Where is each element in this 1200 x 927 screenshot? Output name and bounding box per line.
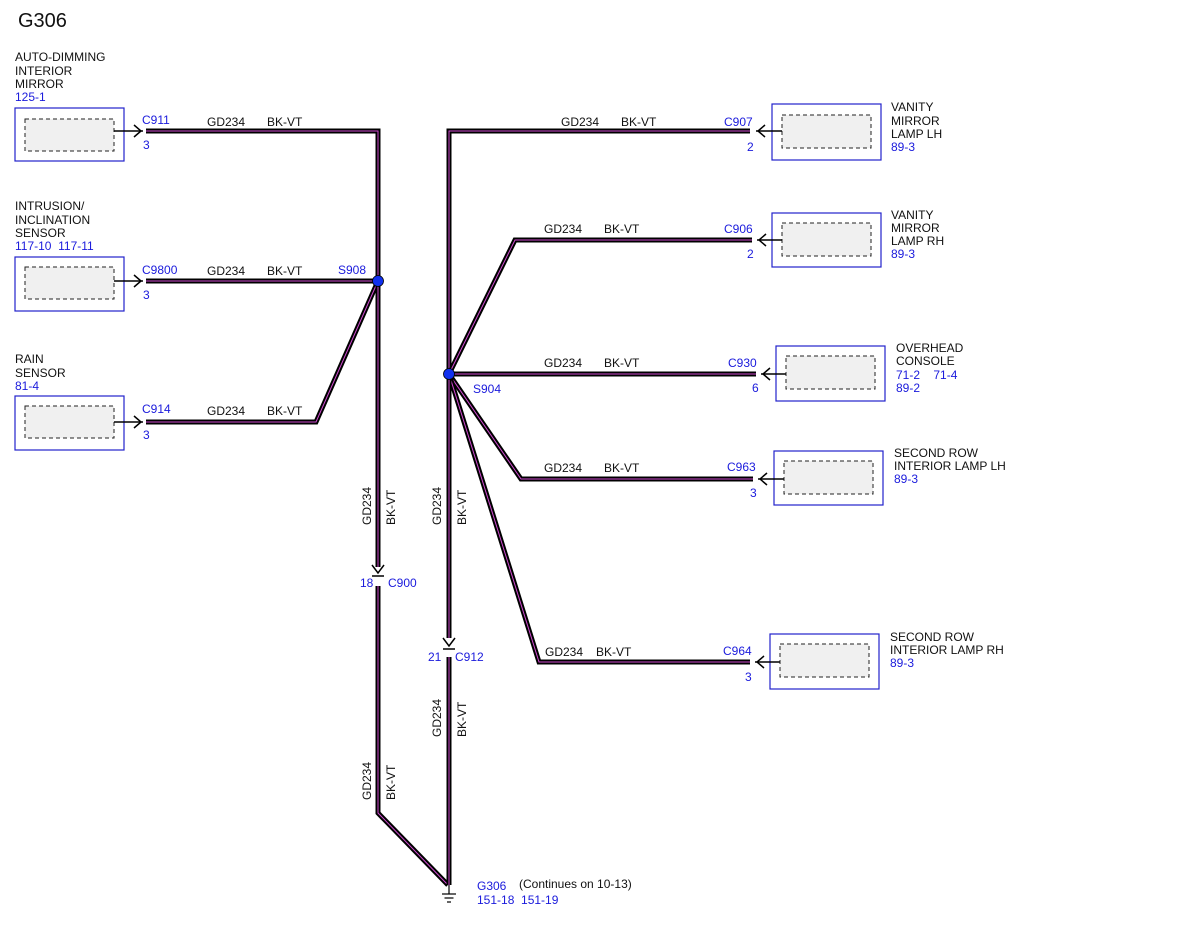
color-label: BK-VT (596, 645, 632, 659)
pin-label: 3 (143, 288, 150, 302)
component-label: SENSOR (15, 366, 66, 380)
color-label: BK-VT (604, 356, 640, 370)
component-label: INTRUSION/ (15, 199, 85, 213)
circuit-label: GD234 (544, 356, 582, 370)
connector-label: C911 (142, 113, 170, 127)
component-label: CONSOLE (896, 354, 955, 368)
circuit-label: GD234 (544, 461, 582, 475)
color-label: BK-VT (604, 222, 640, 236)
circuit-label: GD234 (545, 645, 583, 659)
component-vanity-mirror-lamp-lh: VANITY MIRROR LAMP LH 89-3 C907 2 GD234 … (561, 100, 942, 161)
pin-label: 6 (752, 381, 759, 395)
component-ref: 125-1 (15, 90, 46, 104)
component-ref: 117-10 117-11 (15, 239, 94, 253)
wires (146, 128, 756, 887)
connector-label: C964 (723, 644, 752, 658)
inline-connector-c900: 18 C900 (360, 564, 417, 590)
pin-label: 2 (747, 140, 754, 154)
color-label: BK-VT (455, 489, 469, 525)
component-label: SENSOR (15, 226, 66, 240)
component-second-row-lamp-lh: SECOND ROW INTERIOR LAMP LH 89-3 C963 3 … (544, 446, 1006, 506)
pin-label: 2 (747, 247, 754, 261)
wire-c911-s908 (146, 128, 381, 281)
component-ref: 89-3 (891, 140, 915, 154)
color-label: BK-VT (384, 489, 398, 525)
component-label: MIRROR (891, 114, 940, 128)
color-label: BK-VT (267, 115, 303, 129)
wire-c914-s908 (146, 279, 381, 425)
connector-label: C900 (388, 576, 417, 590)
component-ref: 89-3 (894, 472, 918, 486)
circuit-label: GD234 (544, 222, 582, 236)
circuit-label: GD234 (360, 487, 374, 525)
vertical-wire-labels: GD234 BK-VT GD234 BK-VT GD234 BK-VT GD23… (360, 487, 469, 800)
color-label: BK-VT (455, 701, 469, 737)
wire-c907-s904 (446, 128, 750, 374)
inline-connector-c912: 21 C912 (428, 637, 484, 664)
connector-label: C930 (728, 356, 757, 370)
component-label: VANITY (891, 100, 933, 114)
circuit-label: GD234 (561, 115, 599, 129)
color-label: BK-VT (604, 461, 640, 475)
component-overhead-console: OVERHEAD CONSOLE 71-2 71-4 89-2 C930 6 G… (544, 341, 964, 402)
pin-label: 18 (360, 576, 374, 590)
component-label: INTERIOR LAMP RH (890, 643, 1004, 657)
connector-label: C907 (724, 115, 753, 129)
connector-label: C912 (455, 650, 484, 664)
component-vanity-mirror-lamp-rh: VANITY MIRROR LAMP RH 89-3 C906 2 GD234 … (544, 208, 944, 268)
pin-label: 3 (143, 428, 150, 442)
connector-label: C9800 (142, 263, 178, 277)
component-label: RAIN (15, 352, 44, 366)
component-rain-sensor: RAIN SENSOR 81-4 C914 3 GD234 BK-VT (14, 352, 303, 451)
component-intrusion-sensor: INTRUSION/ INCLINATION SENSOR 117-10 117… (14, 199, 303, 312)
component-second-row-lamp-rh: SECOND ROW INTERIOR LAMP RH 89-3 C964 3 … (545, 630, 1004, 690)
component-label: LAMP RH (891, 234, 944, 248)
pin-label: 3 (745, 670, 752, 684)
ground-symbol (442, 885, 456, 903)
component-ref: 89-3 (890, 656, 914, 670)
splice-label: S908 (338, 263, 366, 277)
component-label: AUTO-DIMMING (15, 50, 105, 64)
page-title: G306 (18, 10, 67, 32)
pin-label: 3 (143, 138, 150, 152)
pin-label: 3 (750, 486, 757, 500)
color-label: BK-VT (384, 764, 398, 800)
component-ref: 89-2 (896, 381, 920, 395)
circuit-label: GD234 (207, 264, 245, 278)
circuit-label: GD234 (430, 487, 444, 525)
connector-label: C914 (142, 402, 171, 416)
splice-s908 (372, 275, 384, 287)
component-label: MIRROR (891, 221, 940, 235)
component-label: SECOND ROW (894, 446, 979, 460)
circuit-label: GD234 (207, 404, 245, 418)
component-label: MIRROR (15, 77, 64, 91)
component-label: INTERIOR LAMP LH (894, 459, 1006, 473)
component-label: INTERIOR (15, 64, 73, 78)
component-ref: 89-3 (891, 247, 915, 261)
ground-ref: 151-18 151-19 (477, 893, 559, 907)
splice-s904 (443, 368, 455, 380)
color-label: BK-VT (267, 404, 303, 418)
component-ref: 71-2 71-4 (896, 368, 958, 382)
ground-label: G306 (477, 879, 507, 893)
pin-label: 21 (428, 650, 442, 664)
component-label: VANITY (891, 208, 933, 222)
wire-c906-s904 (446, 237, 752, 376)
component-label: OVERHEAD (896, 341, 964, 355)
component-auto-dimming-mirror: AUTO-DIMMING INTERIOR MIRROR 125-1 C911 … (14, 50, 303, 162)
circuit-label: GD234 (207, 115, 245, 129)
component-label: INCLINATION (15, 213, 90, 227)
continuation-note: (Continues on 10-13) (519, 877, 632, 891)
connector-label: C906 (724, 222, 753, 236)
component-label: SECOND ROW (890, 630, 975, 644)
color-label: BK-VT (621, 115, 657, 129)
circuit-label: GD234 (360, 762, 374, 800)
circuit-label: GD234 (430, 699, 444, 737)
color-label: BK-VT (267, 264, 303, 278)
component-label: LAMP LH (891, 127, 942, 141)
connector-label: C963 (727, 460, 756, 474)
splice-label: S904 (473, 382, 501, 396)
component-ref: 81-4 (15, 379, 39, 393)
